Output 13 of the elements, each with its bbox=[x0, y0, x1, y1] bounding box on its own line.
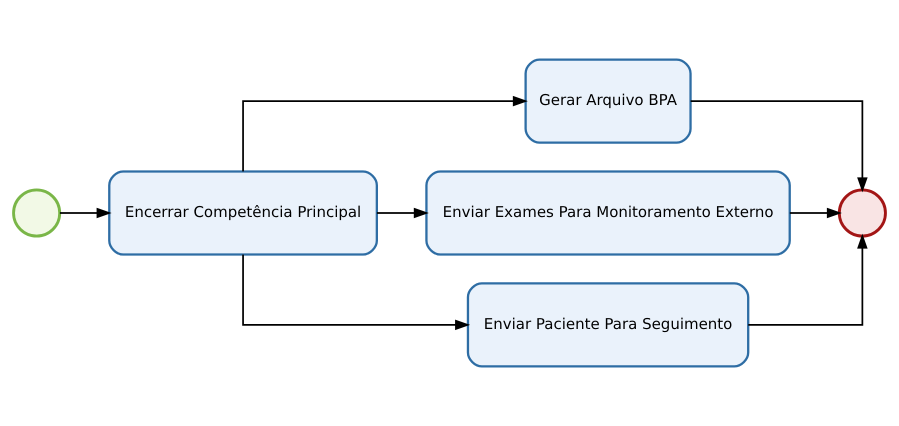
node-box: Enviar Paciente Para Seguimento bbox=[466, 282, 750, 368]
arrow bbox=[790, 208, 842, 218]
node-box: Encerrar Competência Principal bbox=[108, 170, 378, 256]
arrow bbox=[690, 100, 868, 192]
node-box: Gerar Arquivo BPA bbox=[524, 58, 692, 144]
arrow bbox=[242, 254, 470, 330]
node-circle bbox=[838, 188, 887, 238]
arrow bbox=[60, 208, 112, 218]
node-circle bbox=[12, 188, 62, 238]
node-box: Enviar Exames Para Monitoramento Externo bbox=[425, 170, 791, 256]
arrow bbox=[242, 96, 528, 172]
arrow bbox=[748, 234, 868, 326]
arrow bbox=[376, 208, 429, 218]
